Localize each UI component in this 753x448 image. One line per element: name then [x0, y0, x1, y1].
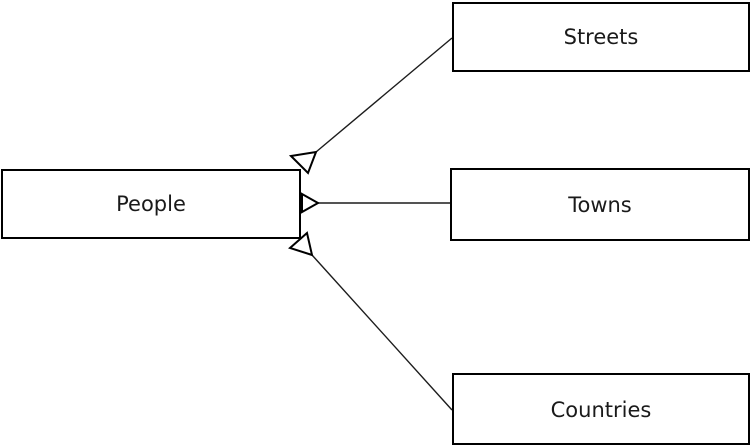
edge-people-countries-line — [311, 254, 453, 411]
node-countries-label: Countries — [551, 398, 652, 422]
edge-people-streets-line — [315, 37, 453, 153]
edge-people-countries[interactable] — [288, 231, 453, 411]
node-countries[interactable]: Countries — [452, 373, 750, 445]
hollow-triangle-arrowhead-towns — [301, 192, 321, 214]
node-people-label: People — [116, 192, 186, 216]
edge-people-streets[interactable] — [288, 37, 453, 175]
hollow-triangle-arrowhead-countries — [288, 231, 314, 257]
node-countries-box — [452, 373, 750, 445]
edge-people-towns[interactable] — [301, 192, 450, 214]
node-streets[interactable]: Streets — [452, 2, 750, 72]
node-towns-box — [450, 168, 750, 241]
node-towns[interactable]: Towns — [450, 168, 750, 241]
node-people[interactable]: People — [1, 169, 301, 239]
node-streets-label: Streets — [564, 25, 639, 49]
node-towns-label: Towns — [567, 193, 632, 217]
node-streets-box — [452, 2, 750, 72]
node-people-box — [1, 169, 301, 239]
hollow-triangle-arrowhead-streets — [288, 150, 318, 175]
